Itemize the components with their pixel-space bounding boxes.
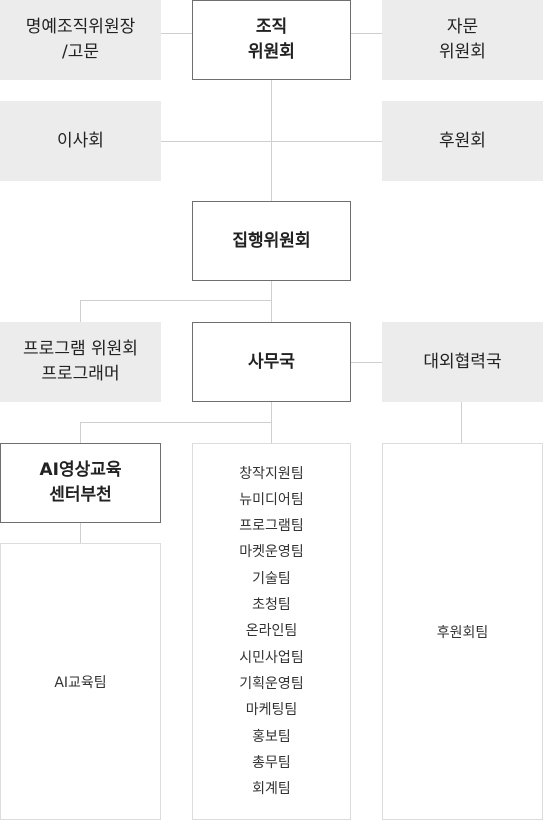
sponsors-label: 후원회 [439,130,486,151]
program-line-1: 프로그램 위원회 [23,339,138,359]
connector-program-branch-h [80,300,272,301]
organizing-line-2: 위원회 [248,42,295,62]
team-item: 프로그램팀 [239,518,304,535]
team-item: 총무팀 [252,754,291,771]
team-item: 기술팀 [252,570,291,587]
board-label: 이사회 [57,130,104,151]
connector-program-branch-v [80,300,81,322]
secretariat-box: 사무국 [192,322,351,402]
honorary-chair-box: 명예조직위원장 /고문 [0,0,161,80]
connector-external [351,362,382,363]
team-item: 초청팀 [252,597,291,614]
board-box: 이사회 [0,101,161,181]
ai-center-line-2: 센터부천 [49,485,112,505]
team-item: 마켓운영팀 [239,544,304,561]
external-affairs-box: 대외협력국 [382,322,543,402]
team-item: 회계팀 [252,781,291,798]
team-item: 뉴미디어팀 [239,491,304,508]
team-item: 창작지원팀 [239,465,304,482]
connector-ai-branch-h [80,422,272,423]
secretariat-teams-panel: 창작지원팀 뉴미디어팀 프로그램팀 마켓운영팀 기술팀 초청팀 온라인팀 시민사… [192,443,351,820]
honorary-line-2: /고문 [61,42,99,62]
ai-center-line-1: AI영상교육 [39,460,122,480]
team-item: 시민사업팀 [239,649,304,666]
sponsor-team-panel: 후원회팀 [382,443,543,820]
executive-committee-box: 집행위원회 [192,201,351,281]
ai-team-label: AI교육팀 [54,674,107,691]
team-item: 홍보팀 [252,728,291,745]
organizing-line-1: 조직 [255,17,288,37]
external-label: 대외협력국 [423,351,502,372]
secretariat-label: 사무국 [248,351,295,372]
connector-ai-branch-v [80,422,81,444]
ai-center-box: AI영상교육 센터부천 [0,443,161,523]
sponsor-team-label: 후원회팀 [436,624,489,641]
organizing-committee-box: 조직 위원회 [192,0,351,80]
program-line-2: 프로그래머 [41,364,120,384]
team-item: 기획운영팀 [239,675,304,692]
advisory-line-2: 위원회 [439,42,486,62]
connector-ai-team [80,521,81,544]
sponsors-box: 후원회 [382,101,543,181]
connector-external-down [461,401,462,444]
advisory-committee-box: 자문 위원회 [382,0,543,80]
team-item: 마케팅팀 [245,702,298,719]
advisory-line-1: 자문 [446,17,479,37]
program-committee-box: 프로그램 위원회 프로그래머 [0,322,161,402]
honorary-line-1: 명예조직위원장 [25,17,136,37]
ai-team-panel: AI교육팀 [0,543,161,820]
executive-label: 집행위원회 [232,230,311,251]
team-item: 온라인팀 [245,623,298,640]
